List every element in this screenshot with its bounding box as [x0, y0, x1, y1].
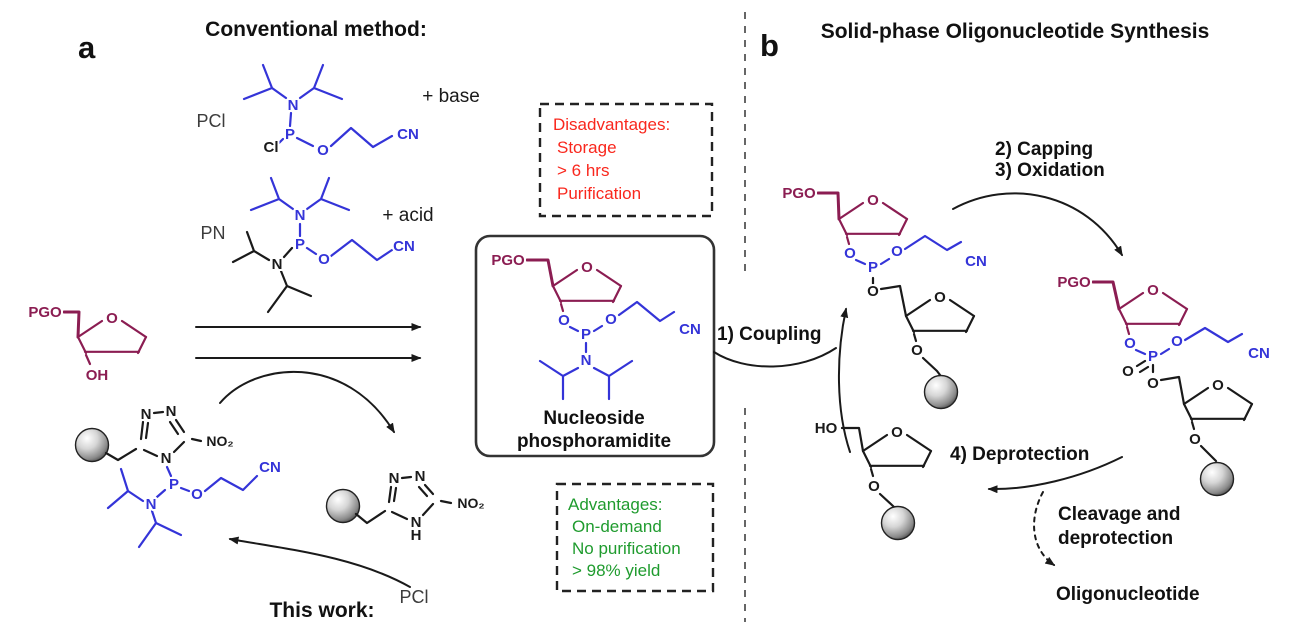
amine-n-label: N — [288, 97, 299, 114]
oxygen-label: O — [558, 312, 570, 329]
panel-b-label: b — [760, 28, 779, 63]
protected-nucleoside-structure: PGO OH — [26, 302, 148, 386]
byproduct-curved-arrow — [219, 370, 395, 434]
advantages-box: Advantages: On-demand No purification > … — [555, 482, 715, 593]
support-triazole-structure: N N N H NO₂ PCl — [325, 466, 487, 607]
step-capping-label: 2) Capping — [995, 139, 1093, 160]
oxygen-label: O — [911, 342, 923, 359]
pn-reagent-structure: N P O CN N PN + acid — [200, 176, 434, 314]
reaction-arrows-panel-a — [195, 323, 422, 588]
triazole-n1-label: N — [141, 406, 152, 423]
pgo-protecting-group-label: PGO — [1057, 274, 1091, 291]
pn-reagent-label: PN — [200, 223, 225, 243]
oligonucleotide-product-label: Oligonucleotide — [1056, 584, 1200, 605]
triazole-n2-label: N — [166, 403, 177, 420]
pgo-protecting-group-label: PGO — [28, 304, 62, 321]
panel-a-label: a — [78, 30, 96, 65]
product-box-outline — [474, 234, 716, 458]
hydroxyl-ho-label: HO — [815, 420, 838, 437]
pcl-reagent-structure: N P Cl O CN PCl + base — [196, 63, 480, 161]
oxygen-label: O — [1124, 335, 1136, 352]
hydroxyl-label: OH — [86, 367, 109, 384]
reaction-arrows-panel-b — [713, 192, 1123, 566]
phosphorus-label: P — [868, 259, 878, 276]
phosphorus-label: P — [581, 326, 591, 343]
disadvantage-item: Purification — [557, 184, 641, 203]
oxygen-label: O — [605, 311, 617, 328]
chlorine-label: Cl — [264, 139, 279, 156]
advantage-item: No purification — [572, 539, 681, 558]
nitrile-label: CN — [397, 126, 419, 143]
oxygen-label: O — [891, 243, 903, 260]
step-coupling-label: 1) Coupling — [717, 324, 821, 345]
phosphorus-label: P — [295, 236, 305, 253]
product-caption-line1: Nucleoside — [543, 408, 644, 429]
triazole-n4-label: N — [411, 514, 422, 531]
nitrile-label: CN — [259, 459, 281, 476]
base-condition-label: + base — [422, 86, 480, 107]
nitrile-label: CN — [1248, 345, 1270, 362]
pgo-protecting-group-label: PGO — [491, 252, 525, 269]
support-bound-phosphate-structure: PGO O P O O CN O O — [1055, 272, 1272, 497]
support-triazolide-structure: N N N NO₂ P O CN N — [74, 401, 283, 549]
conventional-method-title: Conventional method: — [205, 18, 427, 41]
advantage-item: On-demand — [572, 517, 662, 536]
amine-n-label: N — [146, 496, 157, 513]
pgo-protecting-group-label: PGO — [782, 185, 816, 202]
nitrile-label: CN — [393, 238, 415, 255]
support-bound-nucleoside-structure: HO O — [813, 418, 933, 541]
nitrile-label: CN — [679, 321, 701, 338]
disadvantages-title: Disadvantages: — [553, 115, 670, 134]
advantage-item: > 98% yield — [572, 561, 660, 580]
this-work-label: This work: — [269, 599, 374, 622]
disadvantage-item: > 6 hrs — [557, 161, 609, 180]
product-caption-line2: phosphoramidite — [517, 431, 671, 452]
amine-n-label: N — [272, 256, 283, 273]
solid-phase-synthesis-title: Solid-phase Oligonucleotide Synthesis — [821, 20, 1210, 43]
cleavage-dashed-arrow — [1033, 491, 1056, 566]
double-bond-oxygen-label: O — [1122, 363, 1134, 380]
support-bound-phosphite-structure: PGO O P O CN O O — [780, 183, 989, 410]
oxygen-label: O — [318, 251, 330, 268]
cleavage-label-line2: deprotection — [1058, 528, 1173, 549]
triazole-n4-label: N — [161, 450, 172, 467]
oxygen-label: O — [868, 478, 880, 495]
amine-n-label: N — [295, 207, 306, 224]
advantages-title: Advantages: — [568, 495, 663, 514]
oxygen-label: O — [844, 245, 856, 262]
phosphorus-label: P — [169, 476, 179, 493]
nitrile-label: CN — [965, 253, 987, 270]
triazole-nh-label: H — [411, 527, 422, 544]
oxygen-label: O — [1147, 375, 1159, 392]
oxygen-label: O — [867, 283, 879, 300]
nucleoside-phosphoramidite-structure: PGO O P O CN N Nucleoside phosphoramidit… — [474, 234, 716, 458]
phosphorus-label: P — [285, 126, 295, 143]
cleavage-label-line1: Cleavage and — [1058, 504, 1181, 525]
disadvantages-box: Disadvantages: Storage > 6 hrs Purificat… — [538, 102, 714, 218]
capping-oxidation-arrow — [952, 192, 1123, 257]
step-oxidation-label: 3) Oxidation — [995, 160, 1105, 181]
step-deprotection-label: 4) Deprotection — [950, 444, 1089, 465]
oxygen-label: O — [1189, 431, 1201, 448]
coupling-cycle-arrow — [837, 307, 851, 453]
pcl-recycled-label: PCl — [399, 587, 428, 607]
oxygen-label: O — [191, 486, 203, 503]
amine-n-label: N — [581, 352, 592, 369]
coupling-arrow-tail — [713, 347, 837, 368]
triazole-n2-label: N — [415, 468, 426, 485]
triazole-n1-label: N — [389, 470, 400, 487]
oxygen-label: O — [1171, 333, 1183, 350]
pcl-recycle-curved-arrow — [228, 536, 411, 588]
nitro-group-label: NO₂ — [206, 433, 233, 449]
acid-condition-label: + acid — [382, 205, 433, 226]
nitro-group-label: NO₂ — [457, 495, 484, 511]
oxygen-label: O — [317, 142, 329, 159]
deprotection-arrow — [987, 456, 1123, 494]
phosphorus-label: P — [1148, 348, 1158, 365]
disadvantage-item: Storage — [557, 138, 617, 157]
pcl-reagent-label: PCl — [196, 111, 225, 131]
